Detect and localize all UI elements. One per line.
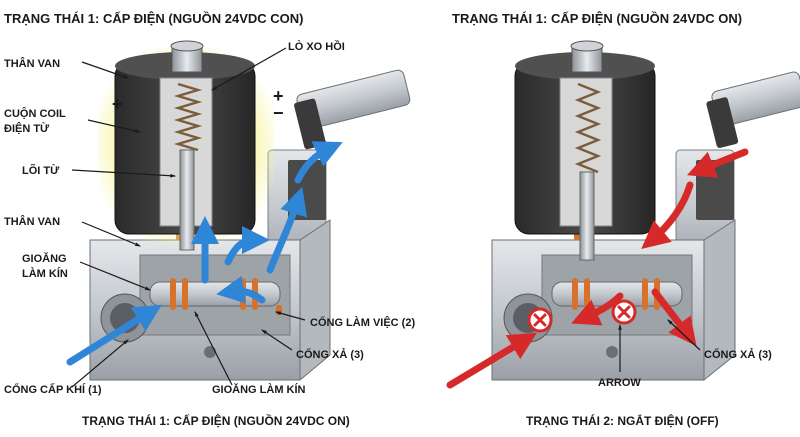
plunger-core [179, 149, 195, 251]
label-than-van-top: THÂN VAN [4, 57, 60, 70]
seal-ring [584, 278, 590, 310]
leader-lines-right [618, 319, 701, 372]
top-nut [170, 40, 204, 73]
seal-ring [182, 278, 188, 310]
label-cong-xa-left: CỔNG XẢ (3) [296, 348, 364, 361]
flow-arrows-off [446, 148, 749, 389]
label-loi-tu: LÕI TỪ [22, 164, 60, 177]
panel-left: TRẠNG THÁI 1: CẤP ĐIỆN (NGUỒN 24VDC CON)… [4, 11, 415, 428]
top-nut-right [570, 40, 604, 73]
right-bottom-caption: TRẠNG THÁI 2: NGẮT ĐIỆN (OFF) [526, 413, 719, 428]
blocked-icon [611, 299, 637, 325]
leader-lines [71, 47, 306, 388]
label-lo-xo-hoi: LÒ XO HỒI [288, 40, 345, 53]
label-cuon-coil-2: ĐIỆN TỪ [4, 122, 50, 135]
label-cong-cap-khi: CỔNG CẤP KHÍ (1) [4, 383, 102, 396]
left-top-title: TRẠNG THÁI 1: CẤP ĐIỆN (NGUỒN 24VDC CON) [4, 11, 304, 26]
label-cuon-coil-1: CUỘN COIL [4, 107, 66, 120]
label-than-van-mid: THÂN VAN [4, 215, 60, 228]
actuator-cylinder-right [706, 71, 800, 148]
seal-ring [572, 278, 578, 310]
left-bottom-caption: TRẠNG THÁI 1: CẤP ĐIỆN (NGUỒN 24VDC ON) [82, 413, 350, 428]
seal-ring [642, 278, 648, 310]
label-gioang-2: LÀM KÍN [22, 267, 68, 280]
blocked-icon [527, 307, 553, 333]
label-cong-xa-right: CỔNG XẢ (3) [704, 348, 772, 361]
label-gioang-lam-kin: GIOĂNG LÀM KÍN [212, 383, 306, 396]
panel-right: TRẠNG THÁI 1: CẤP ĐIỆN (NGUỒN 24VDC ON) … [446, 11, 800, 428]
label-minus: − [273, 103, 284, 123]
return-spring [173, 82, 203, 152]
plunger-core-right [579, 171, 595, 261]
label-plus-right: + [273, 86, 284, 106]
label-plus: + [112, 94, 123, 114]
label-cong-lam-viec: CỔNG LÀM VIỆC (2) [310, 316, 415, 329]
right-top-title: TRẠNG THÁI 1: CẤP ĐIỆN (NGUỒN 24VDC ON) [452, 11, 742, 26]
flow-arrows-on [66, 141, 343, 366]
label-gioang-1: GIOĂNG [22, 252, 67, 265]
return-spring-right [574, 82, 602, 174]
seal-ring [170, 278, 176, 310]
actuator-cylinder [294, 69, 411, 150]
label-arrow: ARROW [598, 377, 641, 389]
